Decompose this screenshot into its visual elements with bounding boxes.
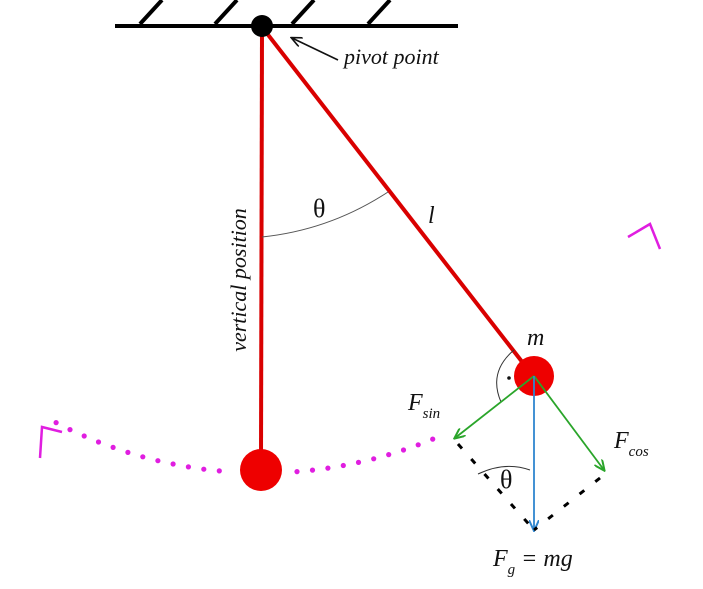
pivot-pointer-arrow	[292, 38, 339, 61]
vertical-string	[259, 26, 264, 461]
dashed-line-right	[533, 476, 601, 532]
theta-force-label: θ	[500, 465, 512, 494]
vertical-position-label: vertical position	[226, 208, 251, 352]
mass-label: m	[527, 325, 544, 351]
right-angle-arc	[496, 349, 515, 403]
arc-dot	[386, 452, 392, 458]
force-sin-arrow	[455, 375, 535, 438]
arc-dot	[294, 469, 300, 475]
length-label: l	[428, 203, 435, 229]
f-sin-main: F	[407, 390, 423, 416]
arc-dot	[185, 464, 191, 470]
arc-dot	[170, 461, 176, 467]
f-g-main: F	[492, 546, 508, 572]
arc-dot	[216, 468, 222, 474]
f-sin-sub: sin	[423, 406, 441, 422]
arc-dot	[67, 427, 73, 433]
arc-dot	[95, 439, 102, 445]
arc-dot	[371, 456, 377, 462]
arc-dot	[155, 458, 161, 464]
f-sin-label: Fsin	[407, 390, 440, 422]
arc-end-left	[38, 425, 63, 459]
pendulum-string	[260, 25, 532, 374]
f-g-sub: g	[508, 562, 516, 578]
arc-dot	[415, 442, 421, 448]
arc-dot	[110, 444, 116, 450]
theta-force-arc	[477, 465, 531, 475]
f-cos-main: F	[613, 428, 629, 454]
arc-dot	[430, 436, 436, 442]
arc-dot	[340, 462, 346, 469]
arc-dot	[201, 466, 207, 472]
right-angle-dot	[507, 376, 511, 380]
arc-dot	[140, 454, 146, 460]
arc-dot	[53, 420, 59, 426]
arc-end-right	[627, 222, 662, 250]
arc-dot	[325, 465, 331, 471]
arc-dot	[125, 449, 131, 455]
dashed-line-left	[456, 443, 536, 531]
arc-dot	[400, 447, 407, 453]
arc-dot	[81, 433, 87, 439]
pivot-label: pivot point	[342, 44, 440, 69]
arc-dot	[355, 459, 362, 465]
f-cos-sub: cos	[629, 444, 649, 460]
theta-angle-arc	[261, 191, 389, 238]
ceiling	[115, 0, 458, 28]
arc-dot	[309, 467, 316, 473]
theta-top-label: θ	[313, 194, 325, 223]
f-cos-label: Fcos	[613, 428, 649, 460]
bob-rest	[240, 449, 282, 491]
swing-arc	[53, 420, 436, 475]
pivot-point	[251, 15, 273, 37]
f-g-equation: = mg	[521, 546, 573, 572]
force-cos-arrow	[533, 375, 604, 470]
f-g-label: Fg = mg	[492, 546, 573, 578]
